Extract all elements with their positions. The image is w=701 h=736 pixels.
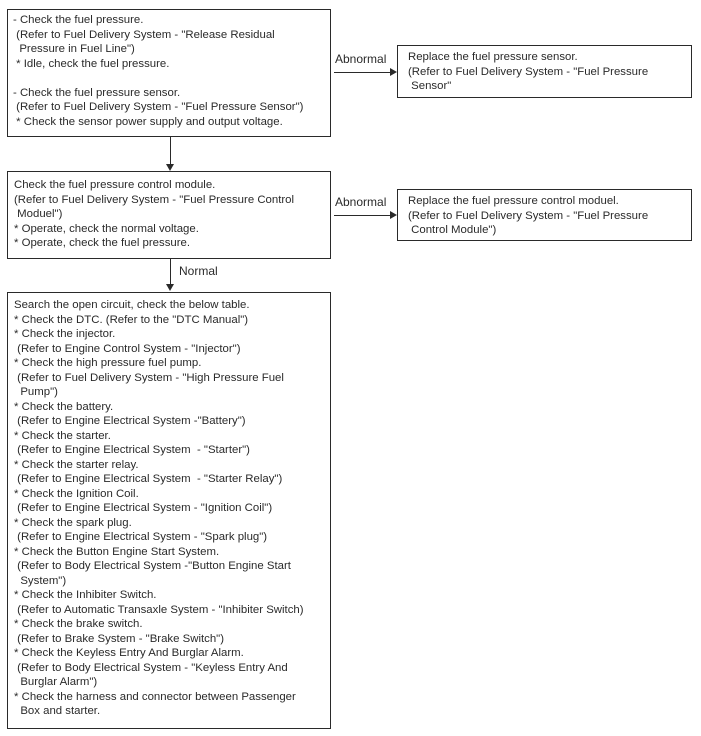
text-line: Moduel") <box>14 208 63 220</box>
text-line <box>13 71 326 86</box>
text-line: * Idle, check the fuel pressure. <box>13 57 170 70</box>
text-line: (Refer to Engine Electrical System - "St… <box>14 444 250 456</box>
text-line: * Check the starter. <box>14 429 111 442</box>
text-line: (Refer to Automatic Transaxle System - "… <box>14 603 304 616</box>
arrowhead-down-icon <box>166 164 174 171</box>
text-line: (Refer to Fuel Delivery System - "Fuel P… <box>408 209 649 222</box>
node-check-fuel-pressure-control-module: Check the fuel pressure control module. (… <box>7 171 331 259</box>
label-abnormal-1: Abnormal <box>335 52 387 66</box>
arrow-abnormal-2-line <box>334 215 390 216</box>
text-line: (Refer to Fuel Delivery System - "Fuel P… <box>14 193 295 206</box>
text-line: Pressure in Fuel Line") <box>13 43 135 55</box>
text-line: (Refer to Body Electrical System -"Butto… <box>14 560 291 572</box>
text-line: (Refer to Fuel Delivery System - "Fuel P… <box>408 65 649 78</box>
text-line: * Check the Inhibiter Switch. <box>14 589 157 601</box>
text-line: * Check the starter relay. <box>14 458 139 471</box>
text-line: * Check the injector. <box>14 328 116 340</box>
text-line: * Check the high pressure fuel pump. <box>14 357 202 369</box>
node-check-fuel-pressure: - Check the fuel pressure. (Refer to Fue… <box>7 9 331 137</box>
text-line: Pump") <box>14 386 58 398</box>
arrow-abnormal-1-line <box>334 72 390 73</box>
text-line: * Check the battery. <box>14 400 114 413</box>
text-line: * Check the sensor power supply and outp… <box>13 115 283 128</box>
text-line: * Check the Button Engine Start System. <box>14 545 220 558</box>
text-line: Replace the fuel pressure sensor. <box>408 51 578 63</box>
text-line: (Refer to Engine Electrical System - "St… <box>14 473 283 485</box>
text-line: * Check the Keyless Entry And Burglar Al… <box>14 647 244 659</box>
arrow-down-1-line <box>170 137 171 164</box>
text-line: - Check the fuel pressure sensor. <box>13 86 181 99</box>
text-line: * Operate, check the normal voltage. <box>14 222 199 235</box>
text-line: * Operate, check the fuel pressure. <box>14 237 191 249</box>
label-abnormal-2: Abnormal <box>335 195 387 209</box>
arrow-down-2-line <box>170 259 171 284</box>
text-line: * Check the brake switch. <box>14 618 143 630</box>
text-line: System") <box>14 574 67 587</box>
text-line: (Refer to Fuel Delivery System - "Releas… <box>13 28 275 41</box>
text-line: - Check the fuel pressure. <box>13 14 144 26</box>
arrowhead-down-icon <box>166 284 174 291</box>
text-line: Box and starter. <box>14 705 101 717</box>
text-line: Check the fuel pressure control module. <box>14 179 216 191</box>
text-line: * Check the harness and connector betwee… <box>14 690 296 703</box>
arrowhead-right-icon <box>390 211 397 219</box>
arrowhead-right-icon <box>390 68 397 76</box>
node-replace-fuel-pressure-control-module: Replace the fuel pressure control moduel… <box>397 189 692 241</box>
text-line: * Check the spark plug. <box>14 516 132 529</box>
text-line: (Refer to Fuel Delivery System - "High P… <box>14 371 284 384</box>
node-replace-fuel-pressure-sensor: Replace the fuel pressure sensor. (Refer … <box>397 45 692 98</box>
text-line: * Check the Ignition Coil. <box>14 487 139 500</box>
text-line: (Refer to Body Electrical System - "Keyl… <box>14 661 288 674</box>
label-normal: Normal <box>179 264 218 278</box>
text-line: Burglar Alarm") <box>14 676 98 688</box>
text-line: (Refer to Fuel Delivery System - "Fuel P… <box>13 101 304 113</box>
text-line: (Refer to Engine Electrical System - "Ig… <box>14 502 273 514</box>
text-line: Replace the fuel pressure control moduel… <box>408 195 619 207</box>
text-line: (Refer to Brake System - "Brake Switch") <box>14 632 225 645</box>
text-line: Control Module") <box>408 224 497 236</box>
text-line: (Refer to Engine Control System - "Injec… <box>14 342 241 355</box>
text-line: (Refer to Engine Electrical System - "Sp… <box>14 531 268 543</box>
node-search-open-circuit: Search the open circuit, check the below… <box>7 292 331 729</box>
text-line: Sensor" <box>408 80 452 92</box>
text-line: * Check the DTC. (Refer to the "DTC Manu… <box>14 313 249 326</box>
text-line: (Refer to Engine Electrical System -"Bat… <box>14 415 246 427</box>
text-line: Search the open circuit, check the below… <box>14 299 250 311</box>
